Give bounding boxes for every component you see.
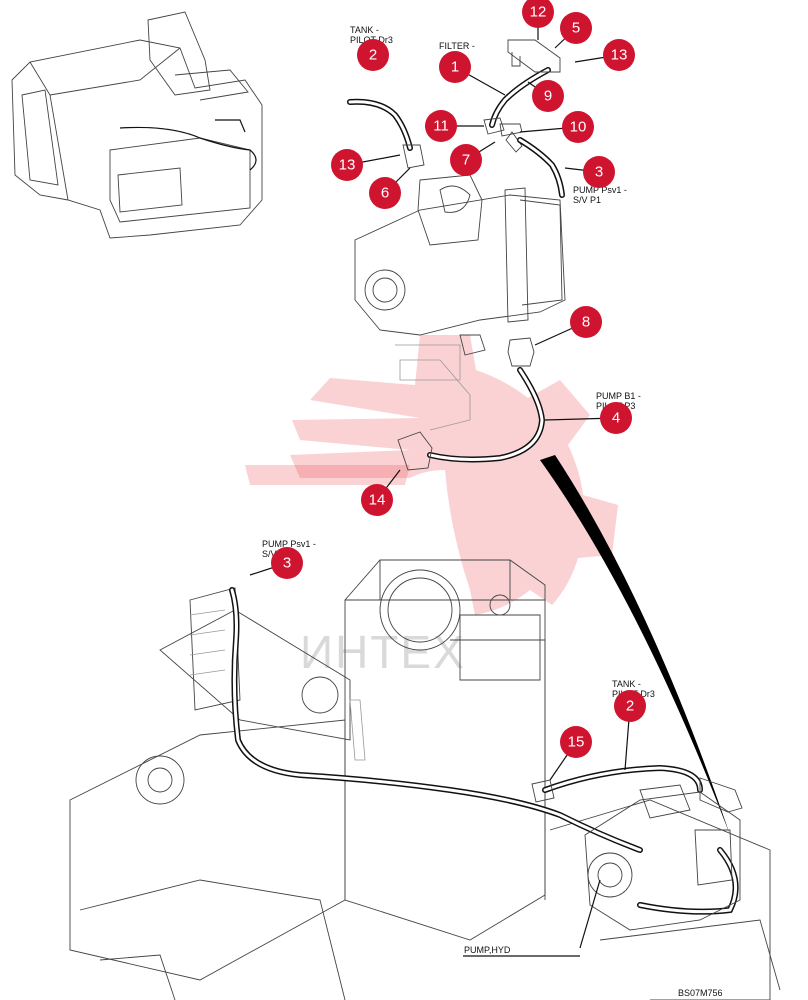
lower-pump-sketch: [584, 784, 741, 931]
label-filter: FILTER -: [439, 41, 475, 51]
callout-12: 12: [522, 0, 554, 28]
svg-text:4: 4: [612, 410, 620, 427]
callout-13-left: 13: [331, 149, 363, 181]
label-pump-psv1-bottom-line1: PUMP Psv1 -: [262, 539, 316, 549]
lower-frame-sketch: [69, 559, 781, 1000]
callout-6: 6: [369, 177, 401, 209]
svg-text:13: 13: [611, 47, 628, 64]
svg-text:3: 3: [595, 164, 603, 181]
callout-5: 5: [560, 12, 592, 44]
svg-text:6: 6: [381, 185, 389, 202]
pump-b1-hose: [397, 337, 730, 835]
svg-text:8: 8: [582, 314, 590, 331]
svg-text:3: 3: [283, 555, 291, 572]
callout-9: 9: [532, 80, 564, 112]
svg-text:12: 12: [530, 4, 547, 21]
label-pump-hyd: PUMP,HYD: [464, 945, 511, 955]
svg-text:14: 14: [369, 492, 386, 509]
callout-2-top: 2: [357, 39, 389, 71]
svg-text:2: 2: [369, 47, 377, 64]
svg-text:1: 1: [451, 59, 459, 76]
svg-text:13: 13: [339, 157, 356, 174]
callout-15: 15: [560, 726, 592, 758]
label-pump-psv1-top-line2: S/V P1: [573, 195, 601, 205]
lower-hose-assembly: [229, 587, 743, 915]
callout-2-bottom: 2: [614, 690, 646, 722]
excavator-overview-sketch: [11, 11, 263, 239]
watermark-text: ИНТЕХ: [300, 626, 466, 678]
svg-text:10: 10: [570, 119, 587, 136]
callout-3-bottom: 3: [271, 547, 303, 579]
svg-text:7: 7: [462, 152, 470, 169]
label-tank-top-line1: TANK -: [350, 25, 379, 35]
svg-text:5: 5: [572, 20, 580, 37]
callout-3-top: 3: [583, 156, 615, 188]
callout-11: 11: [425, 110, 457, 142]
svg-text:2: 2: [626, 698, 634, 715]
drawing-code: BS07M756: [678, 988, 723, 998]
callout-8: 8: [570, 306, 602, 338]
upper-pump-sketch: [354, 174, 566, 431]
callout-4: 4: [600, 402, 632, 434]
callout-14: 14: [361, 484, 393, 516]
callout-7: 7: [450, 144, 482, 176]
label-tank-bottom-line1: TANK -: [612, 679, 641, 689]
callout-10: 10: [562, 111, 594, 143]
svg-text:15: 15: [568, 734, 585, 751]
label-pump-psv1-top-line1: PUMP Psv1 -: [573, 185, 627, 195]
callout-13-top: 13: [603, 39, 635, 71]
svg-text:9: 9: [544, 88, 552, 105]
upper-hose-assembly: [347, 39, 565, 198]
svg-text:11: 11: [433, 118, 449, 135]
label-pump-b1-line1: PUMP B1 -: [596, 391, 641, 401]
callout-1: 1: [439, 51, 471, 83]
